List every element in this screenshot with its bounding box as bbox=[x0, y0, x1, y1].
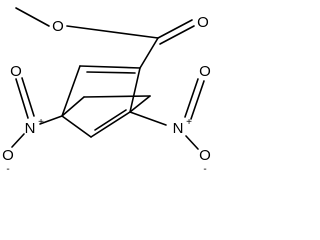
bond-c4-c5 bbox=[61, 115, 92, 138]
bond-c5-c6-double bbox=[94, 109, 127, 131]
bond-c8-c1 bbox=[129, 95, 151, 113]
bond-nitro2-n-o-single bbox=[185, 135, 199, 150]
atom-nitro2-o-single: O bbox=[199, 147, 211, 164]
charge-nitro2-n: + bbox=[186, 117, 192, 128]
bond-c4-nitro1-n bbox=[39, 115, 63, 125]
charge-nitro2-o-single: - bbox=[203, 164, 206, 175]
bond-carbonyl-c-o-double-b bbox=[159, 25, 195, 45]
bond-carbonyl-c-o-double-a bbox=[157, 19, 193, 39]
structure-canvas: O O N + O O - N + O O - bbox=[2, 7, 211, 175]
charge-nitro1-o-single: - bbox=[6, 164, 9, 175]
bond-c1-c2 bbox=[129, 67, 141, 113]
bond-nitro2-n-o-double-b bbox=[190, 80, 205, 120]
charge-nitro1-n: + bbox=[38, 117, 44, 128]
atom-nitro1-o-double: O bbox=[10, 63, 22, 80]
bond-c2-c3-double bbox=[86, 71, 136, 74]
bond-c3-c4 bbox=[61, 65, 81, 117]
atom-nitro1-o-single: O bbox=[2, 147, 14, 164]
bond-c1-nitro2-n bbox=[129, 111, 167, 126]
bond-nitro1-n-o-double-a bbox=[15, 78, 29, 119]
bond-nitro1-n-o-double-b bbox=[21, 77, 35, 117]
bond-methyl-o bbox=[15, 7, 50, 27]
bond-c4-c7 bbox=[61, 96, 85, 117]
bond-ester-c-to-c2 bbox=[139, 37, 159, 69]
bond-c5-c6 bbox=[90, 111, 131, 138]
atom-ester-carbonyl-o: O bbox=[197, 14, 209, 31]
bond-c2-c3 bbox=[79, 65, 141, 69]
bond-nitro2-n-o-double-a bbox=[184, 78, 199, 118]
atom-ester-ether-o: O bbox=[52, 18, 64, 35]
bond-c7-c8 bbox=[83, 95, 151, 98]
bond-o-carbonyl-c bbox=[66, 25, 159, 39]
molecule-structure: O O N + O O - N + O O - bbox=[2, 7, 211, 175]
atom-nitro1-n: N bbox=[25, 120, 36, 137]
atom-nitro2-n: N bbox=[173, 120, 184, 137]
atom-nitro2-o-double: O bbox=[199, 63, 211, 80]
bond-nitro1-n-o-single bbox=[11, 133, 25, 148]
